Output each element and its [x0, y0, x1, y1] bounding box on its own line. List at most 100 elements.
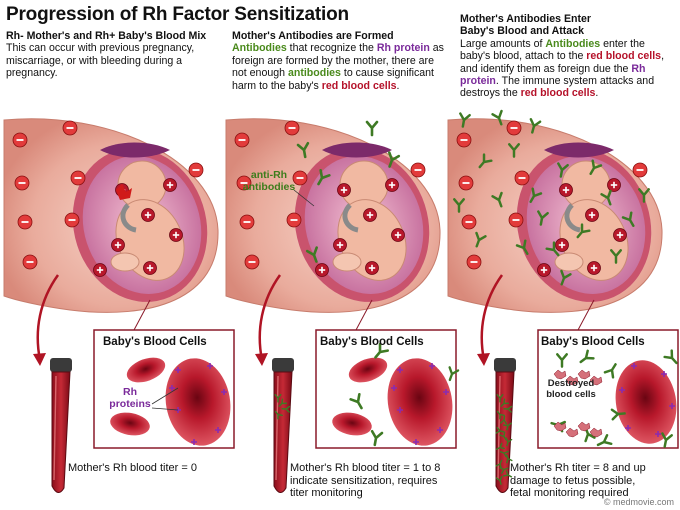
maternal-rh-negative-cell [508, 212, 524, 228]
antibody-icon [663, 349, 678, 365]
diagram-title: Progression of Rh Factor Sensitization [6, 4, 349, 25]
plus-icon-v [593, 264, 595, 272]
antibody-icon [478, 153, 493, 169]
antibody-icon [459, 112, 471, 128]
minus-icon [240, 182, 248, 184]
rh-protein-marker [429, 363, 435, 369]
antibody-shape [499, 467, 509, 474]
rh-protein-marker [655, 431, 661, 437]
stage-3-caption-line1: Mother's Rh titer = 8 and up [510, 462, 646, 474]
antibody-shape [296, 141, 310, 159]
plus-icon-v [543, 266, 545, 274]
maternal-rh-negative-cell [234, 132, 250, 148]
rh-protein-marker [669, 403, 675, 409]
antibody-label-pointer [293, 189, 315, 207]
stage-3-panel-title: Baby's Blood Cells [541, 336, 645, 348]
small-red-blood-cell [332, 412, 372, 436]
plus-icon-v [99, 266, 101, 274]
rh-protein-marker [207, 363, 213, 369]
antibody-shape [621, 211, 635, 227]
stage-2-term-antibodies: Antibodies [232, 42, 287, 55]
rh-proteins-label-line1: Rh [123, 386, 137, 398]
fetal-rh-positive-cell [585, 208, 599, 222]
antibody-shape [515, 239, 529, 255]
fetal-rh-positive-cell [143, 261, 157, 275]
antibody-icon [349, 393, 363, 410]
stage-2-description: Mother's Antibodies are Formed Antibodie… [232, 30, 446, 92]
antibody-shape [610, 249, 622, 264]
antibody-shape [529, 118, 542, 134]
antibody-icon [515, 239, 529, 255]
antibody-shape [661, 432, 673, 448]
rh-protein-marker [443, 389, 449, 395]
stage-3-text-a: Large amounts of [460, 37, 546, 50]
stage-2-caption-line3: titer monitoring [290, 487, 363, 500]
antibody-shape [638, 188, 650, 203]
antibody-icon [296, 141, 310, 159]
antibody-shape [579, 349, 595, 364]
stage-3-heading-line2: Baby's Blood and Attack [460, 25, 584, 38]
arrow-to-test-tube [480, 274, 504, 361]
antibody-shape [491, 109, 503, 126]
stage-3-description: Mother's Antibodies Enter Baby's Blood a… [460, 13, 674, 100]
stage-3-term-red-blood-cells: red blood cells [586, 50, 662, 63]
antibody-icon [491, 191, 503, 208]
minus-icon [636, 169, 644, 171]
rh-protein-marker [175, 367, 181, 373]
fetal-rh-positive-cell [607, 178, 621, 192]
antibody-shape [503, 405, 513, 413]
plus-icon-v [175, 231, 177, 239]
maternal-rh-negative-cell [458, 175, 474, 191]
stage-1-heading: Rh- Mother's and Rh+ Baby's Blood Mix [6, 30, 207, 42]
antibody-icon [529, 187, 543, 203]
maternal-rh-negative-cell [284, 120, 300, 136]
stage-3-heading-line1: Mother's Antibodies Enter [460, 13, 592, 25]
maternal-rh-negative-cell [17, 214, 33, 230]
stage-2-caption-line1: Mother's Rh blood titer = 1 to 8 [290, 462, 441, 474]
antibody-icon [496, 393, 504, 403]
antibody-shape [495, 426, 505, 434]
minus-icon [21, 221, 29, 223]
minus-icon [248, 261, 256, 263]
rh-protein-marker [631, 363, 637, 369]
antibody-shape [545, 241, 560, 257]
stage-2-term-antibodies-2: antibodies [287, 67, 341, 80]
antibody-shape [529, 187, 543, 203]
antibody-shape [503, 470, 513, 478]
stage-1-description: Rh- Mother's and Rh+ Baby's Blood Mix Th… [6, 30, 220, 80]
panel-pointer [355, 299, 373, 331]
antibody-shape [478, 153, 493, 169]
stage-3-caption-line3: fetal monitoring required [510, 487, 629, 500]
antibody-shape [496, 410, 505, 420]
antibody-icon [499, 450, 509, 458]
anti-rh-label-line2: antibodies [242, 180, 296, 193]
minus-icon [512, 219, 520, 221]
plus-icon-v [147, 211, 149, 219]
antibody-icon [305, 246, 318, 263]
rh-protein-marker [625, 425, 631, 431]
fetal-rh-positive-cell [337, 183, 351, 197]
arrow-head [477, 353, 490, 366]
rh-proteins-label: Rh proteins [102, 386, 158, 410]
anti-rh-label-line1: anti-Rh [250, 169, 288, 181]
plus-icon-v [149, 264, 151, 272]
antibody-shape [317, 169, 331, 186]
antibody-icon [537, 210, 549, 226]
antibody-shape [365, 120, 379, 137]
antibody-icon [545, 241, 560, 257]
minus-icon [460, 139, 468, 141]
fetal-rh-positive-cell [555, 238, 569, 252]
minus-icon [296, 177, 304, 179]
rh-protein-marker [391, 385, 397, 391]
small-red-blood-cell [126, 357, 166, 383]
maternal-rh-negative-cell [239, 214, 255, 230]
antibody-shape [274, 410, 283, 420]
fetal-rh-positive-cell [363, 208, 377, 222]
minus-icon [238, 139, 246, 141]
stage-2-text-b: as foreign are formed by the mother, the… [232, 42, 444, 80]
stage-2-panel-title: Baby's Blood Cells [320, 336, 424, 348]
antibody-icon [495, 475, 503, 485]
rh-protein-marker [397, 367, 403, 373]
anti-rh-antibodies-label: anti-Rh antibodies [234, 169, 304, 193]
